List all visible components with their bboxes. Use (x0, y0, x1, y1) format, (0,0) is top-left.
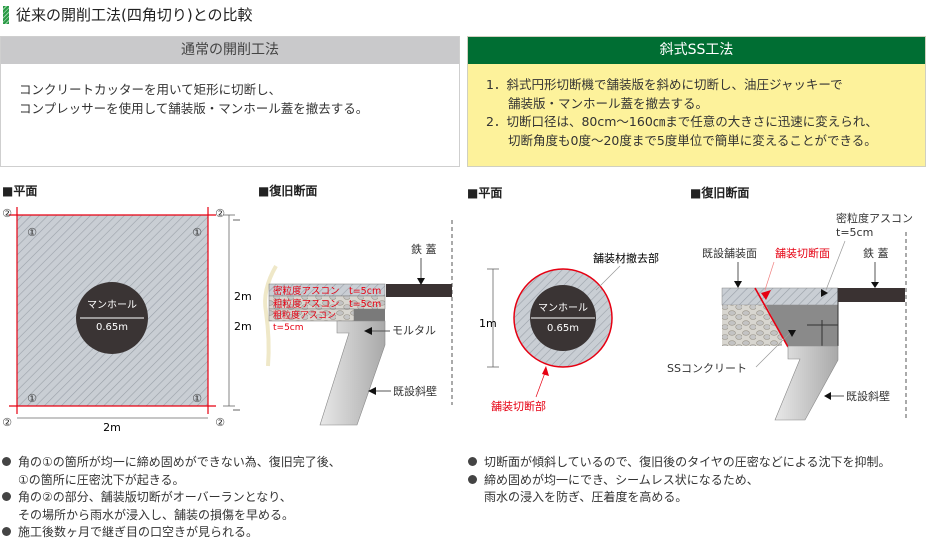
svg-text:①: ① (192, 226, 202, 239)
right-plan-label: ■平面 (467, 186, 503, 200)
svg-text:鉄 蓋: 鉄 蓋 (863, 246, 889, 260)
diameter-label: 0.65m (96, 322, 128, 333)
svg-text:舗装材撤去部: 舗装材撤去部 (593, 251, 659, 265)
svg-text:舗装切断面: 舗装切断面 (775, 246, 830, 260)
conventional-method-box: 通常の開削工法 コンクリートカッターを用いて矩形に切断し、 コンプレッサーを使用… (0, 36, 460, 167)
bullet-text: ①の箇所に圧密沈下が起きる。 (18, 472, 185, 487)
svg-text:②: ② (2, 416, 12, 429)
left-plan-label: ■平面 (2, 184, 38, 198)
svg-text:①: ① (27, 226, 37, 239)
svg-text:密粒度アスコン t=5cm: 密粒度アスコン t=5cm (273, 285, 381, 297)
mortar-shape (354, 309, 385, 321)
bullet-text: 角の①の箇所が均一に締め固めができない為、復旧完了後、 (18, 455, 341, 469)
svg-text:既設斜壁: 既設斜壁 (393, 384, 437, 398)
right-plan-diagram: マンホール 0.65m 1m 舗装材撤去部 舗装切断部 (479, 251, 659, 413)
ss-header: 斜式SS工法 (468, 37, 925, 64)
right-section-label: ■復旧断面 (690, 186, 750, 200)
svg-text:1m: 1m (479, 317, 497, 330)
section-dim-label: 2m (234, 320, 252, 333)
svg-text:モルタル: モルタル (392, 324, 436, 337)
right-section-diagram: 密粒度アスコン t=5cm 既設舗装面 舗装切断面 鉄 蓋 SSコンクリート 既… (667, 211, 913, 421)
conventional-line: コンプレッサーを使用して舗装版・マンホール蓋を撤去する。 (19, 101, 369, 116)
svg-text:舗装切断部: 舗装切断部 (491, 399, 546, 413)
ss-concrete-shape (766, 305, 838, 346)
wall-shape (319, 320, 386, 426)
svg-text:0.65m: 0.65m (547, 323, 579, 334)
cut-line (754, 287, 789, 348)
left-bullets: 角の①の箇所が均一に締め固めができない為、復旧完了後、 ①の箇所に圧密沈下が起き… (2, 454, 341, 542)
svg-text:マンホール: マンホール (538, 302, 588, 314)
manhole-label: マンホール (87, 299, 137, 311)
svg-text:②: ② (215, 416, 225, 429)
bullet-text: 角の②の部分、舗装版切断がオーバーランとなり、 (18, 490, 292, 504)
svg-text:粗粒度アスコン: 粗粒度アスコン (273, 309, 336, 321)
ss-line: 舗装版・マンホール蓋を撤去する。 (508, 95, 709, 111)
ss-line: 2．切断口径は、80cm～160㎝まで任意の大きさに迅速に変えられ、 (486, 114, 878, 129)
ss-line: 1．斜式円形切断機で舗装版を斜めに切断し、油圧ジャッキーで (486, 77, 843, 92)
plan-height-dim-label: 2m (234, 290, 252, 303)
ss-line: 切断角度も0度～20度まで5度単位で簡単に変えることができる。 (508, 132, 877, 148)
title-marker-icon (3, 6, 9, 24)
svg-text:①: ① (27, 392, 37, 405)
svg-text:粗粒度アスコン t=5cm: 粗粒度アスコン t=5cm (273, 298, 381, 310)
svg-text:t=5cm: t=5cm (273, 323, 304, 333)
bullet-text: 施工後数ヶ月で継ぎ目の口空きが見られる。 (18, 525, 259, 539)
svg-text:SSコンクリート: SSコンクリート (667, 362, 747, 375)
bullet-text: その場所から雨水が浸入し、舗装の損傷を早める。 (18, 507, 295, 522)
right-bullets: 切断面が傾斜しているので、復旧後のタイヤの圧密などによる沈下を抑制。 締め固めが… (468, 454, 890, 507)
bullet-text: 雨水の浸入を防ぎ、圧着度を高める。 (484, 490, 688, 504)
iron-lid-shape (386, 284, 452, 297)
page-title: 従来の開削工法(四角切り)との比較 (16, 6, 253, 24)
left-section-label: ■復旧断面 (258, 184, 318, 198)
svg-text:既設舗装面: 既設舗装面 (702, 246, 757, 260)
svg-text:①: ① (192, 392, 202, 405)
left-section-diagram: 2m 密粒度アスコン t=5cm 粗粒度アスコン t=5cm 粗粒度アスコン t… (233, 219, 453, 426)
conventional-header: 通常の開削工法 (1, 37, 459, 64)
svg-text:②: ② (2, 207, 12, 220)
ss-method-box: 斜式SS工法 1．斜式円形切断機で舗装版を斜めに切断し、油圧ジャッキーで 舗装版… (467, 36, 926, 167)
svg-text:②: ② (215, 207, 225, 220)
svg-text:既設斜壁: 既設斜壁 (846, 389, 890, 403)
bullet-text: 切断面が傾斜しているので、復旧後のタイヤの圧密などによる沈下を抑制。 (484, 455, 891, 469)
plan-width-dim-label: 2m (103, 421, 121, 434)
left-plan-diagram: マンホール 0.65m ② ② ② ② ① ① ① ① 2m 2m (2, 207, 252, 434)
bullet-text: 締め固めが均一にでき、シームレス状になるため、 (484, 472, 759, 487)
svg-text:密粒度アスコン: 密粒度アスコン (836, 211, 913, 225)
svg-text:t=5cm: t=5cm (836, 226, 873, 239)
conventional-line: コンクリートカッターを用いて矩形に切断し、 (19, 82, 282, 97)
svg-text:鉄 蓋: 鉄 蓋 (411, 242, 437, 256)
